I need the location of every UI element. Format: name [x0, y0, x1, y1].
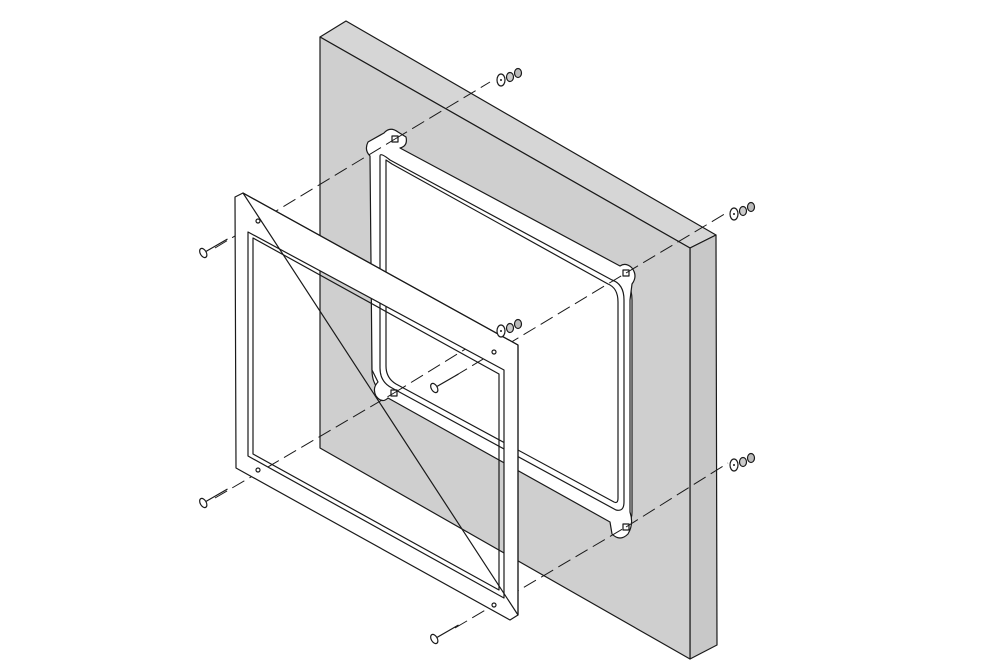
- frame-hole: [491, 349, 497, 355]
- bracket-hole: [391, 135, 399, 143]
- frame-hole: [255, 467, 261, 473]
- screws: [199, 238, 459, 645]
- washer-nut-icon: [496, 318, 523, 338]
- bezel-frame: [234, 192, 519, 621]
- bracket-hole: [622, 269, 630, 277]
- washer-nut-icon: [496, 67, 523, 87]
- screw-icon: [199, 238, 228, 259]
- washer-nut-icon: [729, 201, 756, 221]
- screw-icon: [199, 488, 228, 509]
- panel-side-face: [689, 234, 718, 660]
- frame-hole: [491, 602, 497, 608]
- bracket-hole: [390, 389, 398, 397]
- screw-icon: [430, 373, 459, 394]
- bracket-hole: [622, 523, 630, 531]
- screw-icon: [430, 624, 459, 645]
- washer-nut-icon: [729, 452, 756, 472]
- washer-sets: [496, 67, 756, 472]
- frame-hole: [255, 218, 261, 224]
